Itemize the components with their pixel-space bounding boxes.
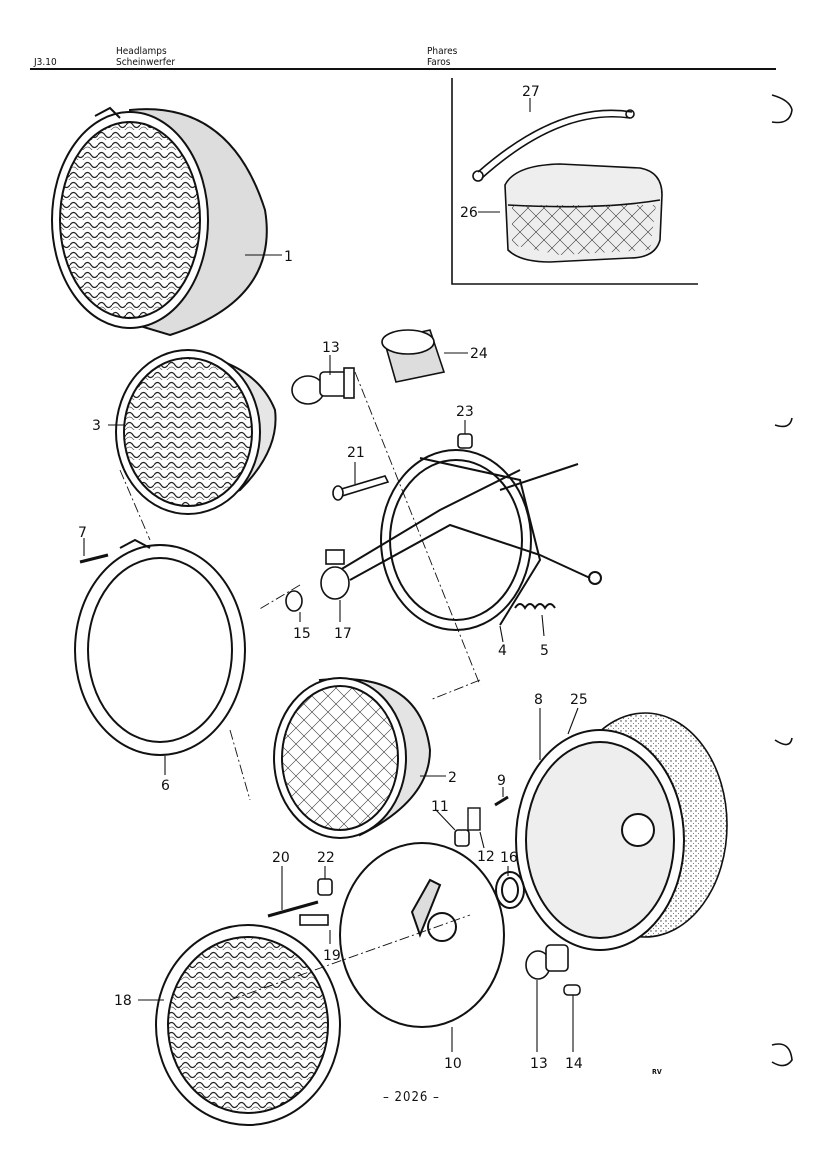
part-23-nut [457, 433, 473, 449]
part-14-nut [563, 984, 581, 996]
callout-19: 19 [323, 948, 341, 964]
page-number: – 2026 – [383, 1090, 440, 1105]
part-1-headlamp-assembly [51, 106, 268, 337]
part-13-bulb-bottom [525, 944, 569, 980]
part-27-strap [472, 109, 635, 182]
part-13-bulb-top [291, 367, 355, 405]
part-11-clip [454, 829, 470, 847]
title-spanish: Faros [427, 57, 451, 68]
part-15-bulb [285, 590, 303, 612]
callout-1: 1 [284, 249, 293, 265]
callout-11: 11 [431, 799, 449, 815]
callout-14: 14 [565, 1056, 583, 1072]
part-2-light-unit [273, 677, 432, 839]
callout-labels: 1 2 3 4 5 6 7 8 9 10 11 12 13 13 14 15 1… [78, 84, 588, 1072]
part-8-housing [515, 729, 685, 951]
callout-15: 15 [293, 626, 311, 642]
part-7-screw [79, 553, 109, 564]
binder-hole-marks [771, 94, 793, 1067]
part-22-nut [317, 878, 333, 896]
part-21-screw [332, 475, 390, 501]
part-19-clip [299, 914, 329, 926]
callout-25: 25 [570, 692, 588, 708]
callout-3: 3 [92, 418, 101, 434]
callout-18: 18 [114, 993, 132, 1009]
callout-16: 16 [500, 850, 518, 866]
part-12-bracket [467, 807, 481, 831]
part-16-spring [495, 871, 525, 909]
callout-13-top: 13 [322, 340, 340, 356]
callout-5: 5 [540, 643, 549, 659]
leader-lines [83, 98, 579, 1052]
callout-6: 6 [161, 778, 170, 794]
callout-2: 2 [448, 770, 457, 786]
part-9-screw [494, 795, 509, 807]
title-french: Phares [427, 46, 458, 57]
part-4-mounting-bowl [339, 449, 602, 631]
callout-23: 23 [456, 404, 474, 420]
centre-lines [119, 371, 481, 1001]
section-code: J3.10 [34, 57, 57, 68]
part-10-bowl [339, 842, 505, 1028]
part-26-cover [504, 163, 663, 263]
part-18-headlamp-lens [155, 924, 341, 1126]
title-german: Scheinwerfer [116, 57, 176, 68]
callout-17: 17 [334, 626, 352, 642]
callout-20: 20 [272, 850, 290, 866]
part-3-light-unit [115, 349, 277, 515]
callout-9: 9 [497, 773, 506, 789]
header-rule [30, 68, 776, 70]
callout-10: 10 [444, 1056, 462, 1072]
artist-initials: RV [652, 1068, 662, 1076]
title-english: Headlamps [116, 46, 167, 57]
callout-24: 24 [470, 346, 488, 362]
callout-21: 21 [347, 445, 365, 461]
part-24-sleeve [381, 329, 446, 383]
callout-22: 22 [317, 850, 335, 866]
callout-8: 8 [534, 692, 543, 708]
callout-12: 12 [477, 849, 495, 865]
part-17-holder [320, 549, 350, 600]
callout-13-bottom: 13 [530, 1056, 548, 1072]
part-5-spring [514, 603, 556, 610]
callout-26: 26 [460, 205, 478, 221]
callout-4: 4 [498, 643, 507, 659]
part-6-trim-ring [74, 538, 246, 756]
callout-7: 7 [78, 525, 87, 541]
callout-27: 27 [522, 84, 540, 100]
part-20-screw [267, 900, 319, 918]
inset-frame [451, 78, 698, 285]
